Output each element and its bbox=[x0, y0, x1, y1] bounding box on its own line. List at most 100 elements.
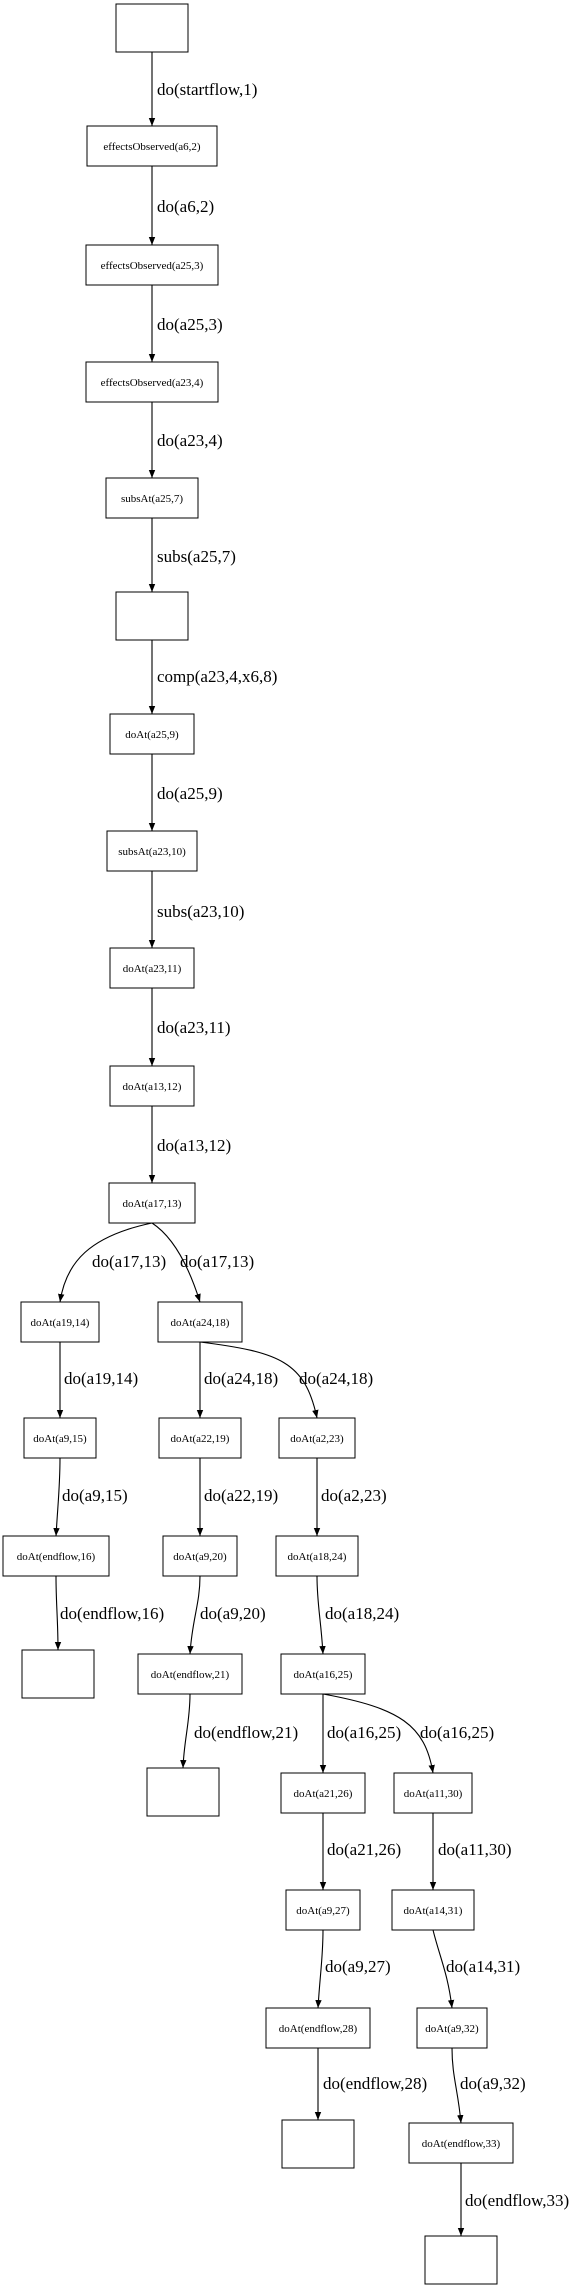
node-box bbox=[280, 1772, 366, 1814]
edge-label: do(a22,19) bbox=[204, 1486, 278, 1505]
node-doat-a11-30: doAt(a11,30) bbox=[393, 1772, 473, 1814]
node-doat-a16-25: doAt(a16,25) bbox=[280, 1653, 366, 1695]
edge-arrow bbox=[316, 1575, 326, 1655]
node-box bbox=[86, 125, 218, 167]
node-label: doAt(a21,26) bbox=[294, 1788, 353, 1800]
node-doat-a9-32: doAt(a9,32) bbox=[416, 2007, 488, 2049]
node-box bbox=[108, 1182, 196, 1224]
node-box bbox=[158, 1417, 242, 1459]
node-label: subsAt(a25,7) bbox=[121, 493, 183, 505]
node-box bbox=[109, 947, 195, 989]
edge-label: do(a9,27) bbox=[325, 1957, 391, 1976]
node-box bbox=[85, 361, 219, 403]
node-empty bbox=[281, 2119, 355, 2169]
node-label: doAt(a17,13) bbox=[123, 1198, 182, 1210]
edge-label: do(a23,11) bbox=[157, 1018, 231, 1037]
node-doat-a19-14: doAt(a19,14) bbox=[20, 1301, 100, 1343]
node-doat-a24-18: doAt(a24,18) bbox=[157, 1301, 243, 1343]
node-doat-endflow-21: doAt(endflow,21) bbox=[137, 1653, 243, 1695]
edge-label: do(a2,23) bbox=[321, 1486, 387, 1505]
edge-arrow bbox=[432, 1929, 455, 2009]
edge-label: subs(a23,10) bbox=[157, 902, 244, 921]
node-box bbox=[285, 1889, 361, 1931]
node-empty bbox=[424, 2235, 498, 2285]
node-box bbox=[275, 1535, 359, 1577]
node-label: doAt(a22,19) bbox=[171, 1433, 230, 1445]
node-label: doAt(a9,20) bbox=[173, 1551, 227, 1563]
node-doat-a9-27: doAt(a9,27) bbox=[285, 1889, 361, 1931]
node-label: doAt(a9,32) bbox=[425, 2023, 479, 2035]
node-label: doAt(a13,12) bbox=[123, 1081, 182, 1093]
node-label: doAt(a9,15) bbox=[33, 1433, 87, 1445]
node-box bbox=[23, 1417, 97, 1459]
edge-label: do(a11,30) bbox=[438, 1840, 512, 1859]
edge-label: do(a17,13) bbox=[92, 1252, 166, 1271]
node-box bbox=[281, 2119, 355, 2169]
node-effectsobserved-a6-2: effectsObserved(a6,2) bbox=[86, 125, 218, 167]
edge-arrow bbox=[199, 1341, 319, 1419]
node-box bbox=[393, 1772, 473, 1814]
edge-label: do(endflow,21) bbox=[194, 1723, 298, 1742]
edge-label: do(a19,14) bbox=[64, 1369, 138, 1388]
node-doat-a25-9: doAt(a25,9) bbox=[109, 713, 195, 755]
node-label: doAt(a2,23) bbox=[290, 1433, 344, 1445]
edge-arrow bbox=[151, 1222, 201, 1303]
edge-label: subs(a25,7) bbox=[157, 547, 236, 566]
node-box bbox=[265, 2007, 371, 2049]
edge-label: do(a18,24) bbox=[325, 1604, 399, 1623]
edge-label: do(startflow,1) bbox=[157, 80, 257, 99]
edge-arrow bbox=[180, 1693, 191, 1769]
node-label: doAt(a24,18) bbox=[171, 1317, 230, 1329]
edge-arrow bbox=[322, 1693, 435, 1774]
node-box bbox=[280, 1653, 366, 1695]
edge-label: do(a24,18) bbox=[204, 1369, 278, 1388]
edges-layer: do(startflow,1)do(a6,2)do(a25,3)do(a23,4… bbox=[53, 51, 569, 2236]
node-box bbox=[408, 2122, 514, 2164]
node-effectsobserved-a23-4: effectsObserved(a23,4) bbox=[85, 361, 219, 403]
node-label: doAt(a19,14) bbox=[31, 1317, 90, 1329]
node-doat-a21-26: doAt(a21,26) bbox=[280, 1772, 366, 1814]
edge-arrow bbox=[187, 1575, 201, 1655]
node-label: doAt(endflow,28) bbox=[279, 2023, 358, 2035]
edge-label: do(a25,3) bbox=[157, 315, 223, 334]
node-label: doAt(a25,9) bbox=[125, 729, 179, 741]
node-label: doAt(endflow,21) bbox=[151, 1669, 230, 1681]
node-label: subsAt(a23,10) bbox=[118, 846, 186, 858]
edge-arrow bbox=[53, 1457, 61, 1537]
edge-label: do(a16,25) bbox=[420, 1723, 494, 1742]
node-box bbox=[105, 477, 199, 519]
node-label: doAt(a14,31) bbox=[404, 1905, 463, 1917]
node-empty bbox=[146, 1767, 220, 1817]
node-label: doAt(a23,11) bbox=[123, 963, 182, 975]
node-doat-a13-12: doAt(a13,12) bbox=[109, 1065, 195, 1107]
node-label: effectsObserved(a23,4) bbox=[101, 377, 204, 389]
edge-label: do(a17,13) bbox=[180, 1252, 254, 1271]
node-box bbox=[109, 713, 195, 755]
node-box bbox=[115, 591, 189, 641]
node-doat-a9-20: doAt(a9,20) bbox=[162, 1535, 238, 1577]
node-effectsobserved-a25-3: effectsObserved(a25,3) bbox=[85, 244, 219, 286]
node-label: doAt(a16,25) bbox=[294, 1669, 353, 1681]
edge-label: do(a9,20) bbox=[200, 1604, 266, 1623]
node-box bbox=[85, 244, 219, 286]
node-subsat-a23-10: subsAt(a23,10) bbox=[106, 830, 198, 872]
edge-label: do(a24,18) bbox=[299, 1369, 373, 1388]
node-label: effectsObserved(a6,2) bbox=[103, 141, 201, 153]
edge-label: do(a9,15) bbox=[62, 1486, 128, 1505]
edge-label: do(a21,26) bbox=[327, 1840, 401, 1859]
node-label: doAt(endflow,33) bbox=[422, 2138, 501, 2150]
node-box bbox=[162, 1535, 238, 1577]
edge-label: do(a25,9) bbox=[157, 784, 223, 803]
node-box bbox=[109, 1065, 195, 1107]
node-box bbox=[21, 1649, 95, 1699]
node-doat-a18-24: doAt(a18,24) bbox=[275, 1535, 359, 1577]
node-empty bbox=[21, 1649, 95, 1699]
node-label: doAt(endflow,16) bbox=[17, 1551, 96, 1563]
node-doat-endflow-33: doAt(endflow,33) bbox=[408, 2122, 514, 2164]
node-doat-a22-19: doAt(a22,19) bbox=[158, 1417, 242, 1459]
node-box bbox=[424, 2235, 498, 2285]
edge-label: do(endflow,16) bbox=[60, 1604, 164, 1623]
edge-arrow bbox=[58, 1222, 153, 1303]
node-label: doAt(a9,27) bbox=[296, 1905, 350, 1917]
